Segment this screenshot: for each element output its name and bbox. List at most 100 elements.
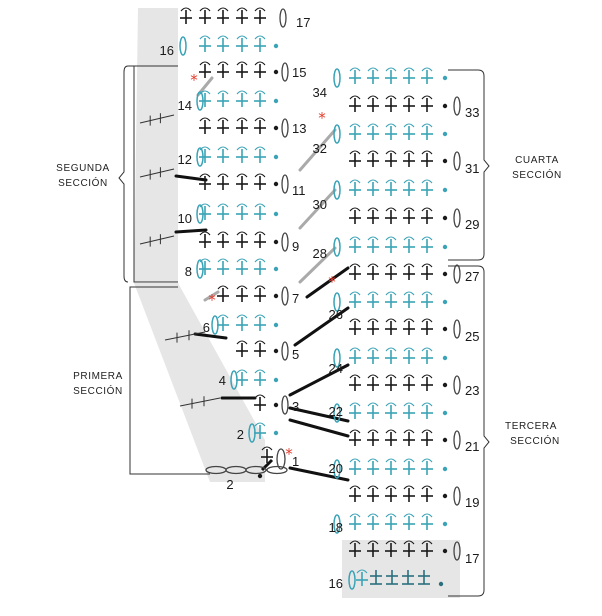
- foundation-stitch: [402, 570, 414, 585]
- slip-stitch-dot: [442, 75, 448, 81]
- left-stitch-column: ***: [179, 7, 293, 479]
- single-crochet-stitch: [367, 179, 379, 196]
- single-crochet-stitch: [217, 314, 229, 331]
- single-crochet-stitch: [367, 95, 379, 112]
- single-crochet-stitch: [385, 291, 397, 308]
- single-crochet-stitch: [421, 347, 433, 364]
- turning-chain: [333, 403, 341, 423]
- single-crochet-stitch: [349, 458, 361, 475]
- chain-stitch-vertical: [453, 430, 461, 450]
- section-label-cuarta-line1: CUARTA: [515, 155, 559, 166]
- single-crochet-stitch: [349, 150, 361, 167]
- single-crochet-stitch: [367, 347, 379, 364]
- section-label-segunda-line2: SECCIÓN: [58, 176, 108, 189]
- single-crochet-stitch: [236, 203, 248, 220]
- single-crochet-stitch: [217, 285, 229, 302]
- thin-connector: [298, 188, 337, 230]
- row-number-label: 16: [329, 576, 343, 591]
- single-crochet-stitch: [385, 95, 397, 112]
- red-asterisk-marker: *: [208, 291, 216, 309]
- bracket-segunda-curly: [118, 65, 134, 283]
- shade-bottom-right: [342, 540, 460, 598]
- single-crochet-stitch: [421, 67, 433, 84]
- single-crochet-stitch: [349, 291, 361, 308]
- row-number-label: 18: [329, 520, 343, 535]
- single-crochet-stitch: [385, 150, 397, 167]
- single-crochet-stitch: [421, 402, 433, 419]
- tick-mark-line: [179, 397, 221, 407]
- single-crochet-stitch: [367, 513, 379, 530]
- right-stitch-column: **: [318, 67, 461, 590]
- single-crochet-stitch: [385, 513, 397, 530]
- single-crochet-stitch: [421, 123, 433, 140]
- single-crochet-stitch: [403, 402, 415, 419]
- slip-stitch-dot: [273, 154, 279, 160]
- single-crochet-stitch: [349, 347, 361, 364]
- red-asterisk-marker: *: [318, 109, 326, 127]
- foundation-stitch: [370, 570, 382, 585]
- single-crochet-stitch: [254, 258, 266, 275]
- join-connector: [174, 174, 208, 182]
- slip-stitch-dot: [273, 239, 279, 245]
- row-number-label: 17: [296, 15, 310, 30]
- row-number-label: 23: [465, 383, 479, 398]
- single-crochet-stitch: [421, 150, 433, 167]
- slip-stitch-dot: [442, 187, 448, 193]
- row-number-label: 2: [237, 427, 244, 442]
- single-crochet-stitch: [403, 540, 415, 557]
- turning-chain: [333, 237, 341, 257]
- join-connector: [193, 332, 228, 340]
- row-number-label: 8: [185, 264, 192, 279]
- single-crochet-stitch: [421, 95, 433, 112]
- row-number-label: 9: [292, 239, 299, 254]
- single-crochet-stitch: [236, 7, 248, 24]
- single-crochet-stitch: [254, 35, 266, 52]
- slip-stitch-dot: [442, 382, 448, 388]
- single-crochet-stitch: [254, 90, 266, 107]
- single-crochet-stitch: [217, 258, 229, 275]
- single-crochet-stitch: [349, 67, 361, 84]
- single-crochet-stitch: [385, 318, 397, 335]
- slip-stitch-dot: [273, 266, 279, 272]
- slip-stitch-dot: [442, 466, 448, 472]
- turning-chain: [333, 68, 341, 88]
- single-crochet-stitch: [217, 117, 229, 134]
- join-connector: [293, 306, 350, 347]
- single-crochet-stitch: [254, 117, 266, 134]
- single-crochet-stitch: [349, 485, 361, 502]
- single-crochet-stitch: [385, 429, 397, 446]
- slip-stitch-dot: [442, 131, 448, 137]
- slip-stitch-dot: [442, 244, 448, 250]
- slip-stitch-dot: [442, 548, 448, 554]
- join-connector: [288, 363, 350, 397]
- single-crochet-stitch: [403, 123, 415, 140]
- chain-stitch-vertical: [281, 118, 289, 138]
- single-crochet-stitch: [421, 540, 433, 557]
- row-number-label: 11: [292, 183, 306, 198]
- turning-chain: [179, 36, 187, 56]
- single-crochet-stitch: [385, 123, 397, 140]
- slip-stitch-dot: [273, 322, 279, 328]
- slip-stitch-dot: [442, 493, 448, 499]
- single-crochet-stitch: [421, 429, 433, 446]
- single-crochet-stitch: [254, 369, 266, 386]
- chain-stitch-vertical: [453, 151, 461, 171]
- single-crochet-stitch: [236, 61, 248, 78]
- single-crochet-stitch: [349, 318, 361, 335]
- slip-stitch-dot: [273, 377, 279, 383]
- single-crochet-stitch: [385, 402, 397, 419]
- red-asterisk-marker: *: [328, 273, 336, 291]
- row-number-label: 30: [313, 197, 327, 212]
- row-number-label: 33: [465, 105, 479, 120]
- single-crochet-stitch: [367, 458, 379, 475]
- row-number-label: 7: [292, 291, 299, 306]
- slip-stitch-dot: [257, 473, 263, 479]
- slip-stitch-dot: [273, 181, 279, 187]
- chain-stitch-vertical: [453, 486, 461, 506]
- single-crochet-stitch: [367, 374, 379, 391]
- join-connector: [305, 266, 350, 299]
- single-crochet-stitch: [367, 67, 379, 84]
- section-label-primera-line1: PRIMERA: [73, 371, 123, 382]
- single-crochet-stitch: [236, 90, 248, 107]
- shade-upper: [134, 8, 178, 282]
